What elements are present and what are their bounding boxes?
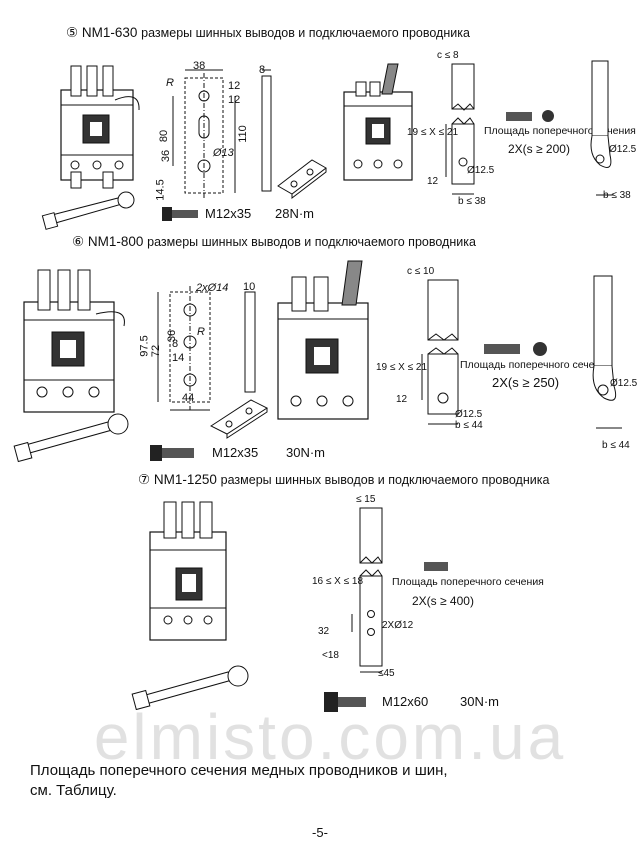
cond-hole: Ø12.5 xyxy=(467,165,495,176)
cond-b: b ≤ 44 xyxy=(455,420,483,431)
dim-12b: 12 xyxy=(228,94,241,106)
dim-80: 80 xyxy=(158,129,171,143)
wrench-icon xyxy=(41,191,135,230)
dim-14-5: 14.5 xyxy=(154,179,167,201)
cond-holes: 2XØ12 xyxy=(382,620,414,631)
area-swatch xyxy=(424,562,448,571)
model-name: NM1-800 xyxy=(87,234,144,249)
dim-110: 110 xyxy=(236,125,249,143)
watermark: elmisto.com.ua xyxy=(93,701,567,773)
section-heading-nm1-800: ⑥ NM1-800 размеры шинных выводов и подкл… xyxy=(72,234,476,250)
bolt-size: M12x35 xyxy=(212,445,259,460)
page-number: -5- xyxy=(312,825,328,840)
breaker-with-cable-nm1-630 xyxy=(343,63,413,181)
cond-b: b ≤ 38 xyxy=(458,196,486,207)
cond-12: 12 xyxy=(427,176,439,187)
cond-hole: Ø12.5 xyxy=(455,409,483,420)
section-description: размеры шинных выводов и подключаемого п… xyxy=(147,235,476,249)
terminal-dimension-drawing-nm1-800 xyxy=(157,286,211,411)
lug-b: b ≤ 44 xyxy=(602,440,630,451)
torque-value: 30N·m xyxy=(460,694,500,709)
cond-c: c ≤ 8 xyxy=(437,50,459,61)
bolt-icon xyxy=(162,207,198,221)
bolt-size: M12x60 xyxy=(382,694,429,709)
dim-8: 8 xyxy=(172,338,179,350)
area-swatch xyxy=(506,112,532,121)
area-value: 2X(s ≥ 250) xyxy=(492,375,560,390)
cond-18: <18 xyxy=(322,650,339,661)
dim-thickness-10: 10 xyxy=(243,281,256,293)
dim-hole-13: Ø13 xyxy=(213,147,234,159)
cond-c: c ≤ 10 xyxy=(407,266,435,277)
cond-32: 32 xyxy=(318,626,330,637)
cond-b: ≤45 xyxy=(378,668,395,679)
lug-hole: Ø12.5 xyxy=(610,378,638,389)
footer-text-line1: Площадь поперечного сечения медных прово… xyxy=(30,762,448,779)
connector-plate xyxy=(277,159,327,200)
breaker-nm1-800-illustration xyxy=(23,269,125,413)
breaker-with-cable-nm1-800 xyxy=(277,260,369,420)
dim-72: 72 xyxy=(150,344,163,358)
dim-thickness-8: 8 xyxy=(259,64,266,76)
breaker-nm1-630-illustration xyxy=(60,65,140,189)
dim-r: R xyxy=(197,326,205,338)
dim-44: 44 xyxy=(182,392,195,404)
model-name: NM1-1250 xyxy=(153,472,217,487)
section-number: ⑥ xyxy=(72,234,85,250)
cond-x: 16 ≤ X ≤ 18 xyxy=(312,576,364,587)
connector-plate xyxy=(209,399,269,439)
dim-97-5: 97.5 xyxy=(138,335,151,357)
dim-12a: 12 xyxy=(228,80,241,92)
area-dot-icon xyxy=(542,110,554,122)
section-heading-nm1-1250: ⑦ NM1-1250 размеры шинных выводов и подк… xyxy=(138,472,549,488)
bolt-icon xyxy=(150,445,194,461)
area-value: 2X(s ≥ 400) xyxy=(412,594,474,608)
conductor-bar-detail-nm1-800 xyxy=(421,279,459,425)
lug-b: b ≤ 38 xyxy=(603,190,631,201)
cond-12: 12 xyxy=(396,394,408,405)
section-description: размеры шинных выводов и подключаемого п… xyxy=(220,473,550,487)
section-number: ⑤ xyxy=(66,25,79,41)
wrench-icon xyxy=(13,413,129,463)
dim-r: R xyxy=(166,77,174,89)
wrench-icon xyxy=(131,665,249,710)
cond-x: 19 ≤ X ≤ 21 xyxy=(376,362,428,373)
dim-36: 36 xyxy=(160,149,173,163)
cable-lug-nm1-800 xyxy=(592,275,622,429)
model-name: NM1-630 xyxy=(81,25,138,40)
section-number: ⑦ xyxy=(138,472,151,488)
torque-value: 28N·m xyxy=(275,206,315,221)
breaker-nm1-1250-illustration xyxy=(149,501,227,641)
bolt-size: M12x35 xyxy=(205,206,252,221)
area-value: 2X(s ≥ 200) xyxy=(508,142,570,156)
cond-c: ≤ 15 xyxy=(356,494,376,505)
footer-text-line2: см. Таблицу. xyxy=(30,782,117,799)
section-heading-nm1-630: ⑤ NM1-630 размеры шинных выводов и подкл… xyxy=(66,25,470,41)
conductor-bar-detail-nm1-630 xyxy=(445,63,475,195)
dim-38: 38 xyxy=(193,60,206,72)
area-dot-icon xyxy=(533,342,547,356)
section-description: размеры шинных выводов и подключаемого п… xyxy=(141,26,470,40)
lug-hole: Ø12.5 xyxy=(609,144,637,155)
bolt-icon xyxy=(324,692,366,712)
torque-value: 30N·m xyxy=(286,445,326,460)
bar-side-profile xyxy=(244,291,256,393)
conductor-bar-detail-nm1-1250 xyxy=(351,507,383,673)
bar-side-profile xyxy=(261,69,272,192)
area-label: Площадь поперечного сечения xyxy=(392,576,544,588)
cond-x: 19 ≤ X ≤ 21 xyxy=(407,127,459,138)
dim-holes: 2xØ14 xyxy=(196,282,229,294)
area-swatch xyxy=(484,344,520,354)
area-label: Площадь поперечного сечения xyxy=(460,359,612,371)
cable-lug-nm1-630 xyxy=(590,60,614,196)
terminal-dimension-drawing-nm1-630 xyxy=(172,69,236,198)
dim-14: 14 xyxy=(172,352,185,364)
